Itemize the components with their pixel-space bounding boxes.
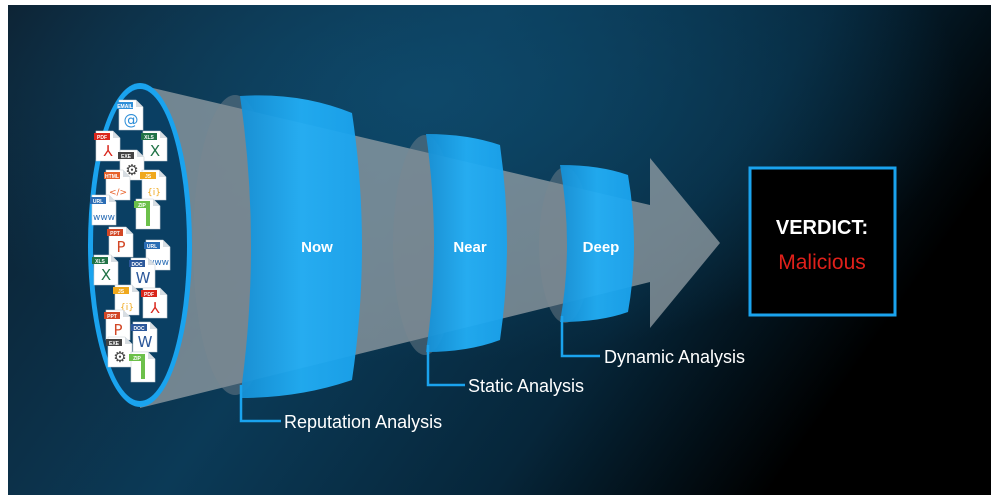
file-icon-tag: JS [145,174,152,180]
file-icon-zip: ZIP [129,351,156,383]
verdict-value: Malicious [778,251,866,274]
analysis-label-static: Static Analysis [468,376,584,396]
file-icon-zip: ZIP [134,198,161,230]
file-icon-glyph: ⅄ [102,142,113,160]
file-icon-tag: XLS [95,259,105,265]
file-icon-exe: EXE⚙ [106,336,133,368]
file-icon-glyph: X [101,266,111,284]
file-icon-tag: EXE [121,154,132,160]
analysis-label-reputation: Reputation Analysis [284,412,442,432]
file-icon-glyph: ⅄ [149,299,160,317]
stage-band-near [426,134,507,352]
file-icon-glyph: ⚙ [113,348,126,366]
file-icon-glyph: P [116,238,125,256]
file-icon-glyph: www [147,258,169,268]
file-icon-glyph: P [113,321,122,339]
file-icon-tag: URL [147,244,157,250]
stage-label-now: Now [301,239,333,256]
file-icon-tag: ZIP [138,203,146,209]
callout-reputation [239,385,281,423]
file-icon-js: JS {i} [140,169,167,201]
file-icon-glyph: @ [124,111,139,129]
file-icon-html: HTML </> [104,169,131,201]
file-icon-glyph: W [136,269,151,287]
analysis-label-dynamic: Dynamic Analysis [604,347,745,367]
stage-band-now [240,95,362,399]
file-icon-tag: ZIP [133,356,141,362]
file-icon-tag: URL [93,199,103,205]
stage-band-deep [560,165,634,322]
stage-label-deep: Deep [583,239,620,256]
file-icon-glyph: </> [109,188,127,198]
file-icon-email: EMAIL@ [117,99,144,131]
file-icon-pdf: PDF⅄ [94,130,121,162]
verdict-title: VERDICT: [776,217,868,239]
file-icon-tag: DOC [131,262,143,268]
file-icon-glyph: {i} [147,188,161,198]
file-icon-tag: PPT [110,231,120,237]
file-icon-tag: PDF [97,135,107,141]
file-icon-url: URL www [90,194,117,226]
file-icon-glyph: {i} [120,303,134,313]
file-icon-tag: PPT [107,314,117,320]
file-icon-tag: XLS [144,135,154,141]
file-icon-tag: EXE [109,341,120,347]
file-icon-js: JS {i} [113,284,140,316]
callout-static [426,345,465,387]
file-icon-tag: HTML [105,174,119,180]
file-icon-pdf: PDF⅄ [141,287,168,319]
file-icon-glyph: W [138,333,153,351]
verdict-box [748,166,897,317]
stage-label-near: Near [453,239,487,256]
callout-dynamic [560,316,600,358]
file-icon-exe: EXE⚙ [118,149,145,181]
file-icon-glyph: ⚙ [125,161,138,179]
file-icon-cluster: EMAIL@PDF⅄XLSXEXE⚙HTML</>JS{i}URLwwwZIPP… [90,99,171,383]
file-icon-glyph: www [93,213,115,223]
file-icon-tag: JS [118,289,125,295]
file-icon-glyph: X [150,142,160,160]
file-icon-tag: DOC [133,326,145,332]
file-icon-tag: EMAIL [117,104,133,110]
file-icon-tag: PDF [144,292,154,298]
